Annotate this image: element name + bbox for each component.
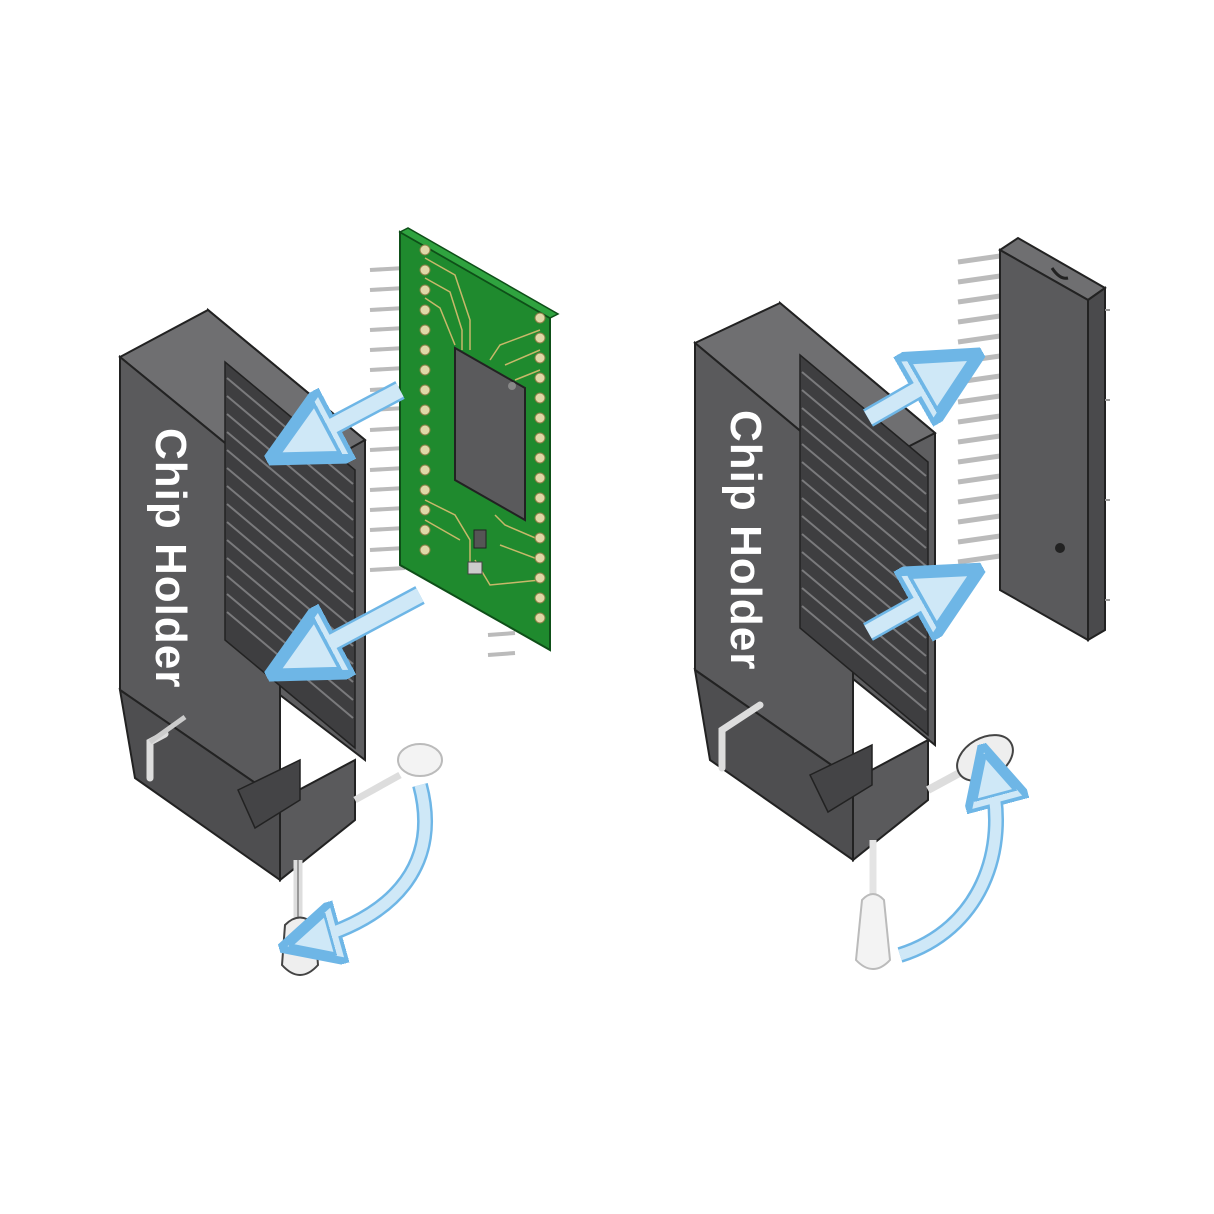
dip-chip-pin1-dot: [1055, 543, 1065, 553]
pcb-main-ic: [454, 346, 526, 522]
right-holder-contact-slots: [801, 371, 927, 711]
pcb-small-component-2: [467, 561, 483, 575]
pcb-pads-right: [534, 312, 546, 624]
dip-chip-legs: [957, 253, 1001, 565]
right-remove-arrows: [863, 372, 948, 632]
dip-chip-notch: [1050, 267, 1069, 280]
pcb-pads-left: [419, 244, 431, 556]
dip-chip-body: [999, 248, 1089, 642]
lever-ghost-arm: [353, 771, 402, 804]
left-holder-label: Chip Holder: [146, 428, 195, 688]
left-insert-arrows: [302, 381, 425, 658]
right-lever[interactable]: [854, 726, 1021, 970]
right-dip-chip[interactable]: [957, 236, 1110, 642]
dip-chip-side: [1087, 286, 1106, 642]
pcb-board-edge: [398, 227, 560, 319]
right-holder-notch: [808, 743, 873, 814]
right-holder-side-pin: [718, 701, 764, 772]
dip-chip-right-legs: [1105, 309, 1110, 601]
lever-ghost-handle: [854, 893, 892, 970]
left-lever[interactable]: [282, 743, 443, 976]
left-holder-notch: [237, 758, 301, 830]
right-holder-label: Chip Holder: [721, 410, 770, 670]
pcb-small-component: [473, 529, 487, 549]
left-chip-holder: Chip Holder: [118, 307, 367, 883]
left-pcb-adapter[interactable]: [369, 227, 560, 657]
right-chip-holder: Chip Holder: [693, 300, 937, 863]
pcb-traces: [424, 257, 541, 586]
pcb-ic-pin1-dot: [508, 382, 516, 390]
lever-ghost-handle: [397, 743, 443, 777]
